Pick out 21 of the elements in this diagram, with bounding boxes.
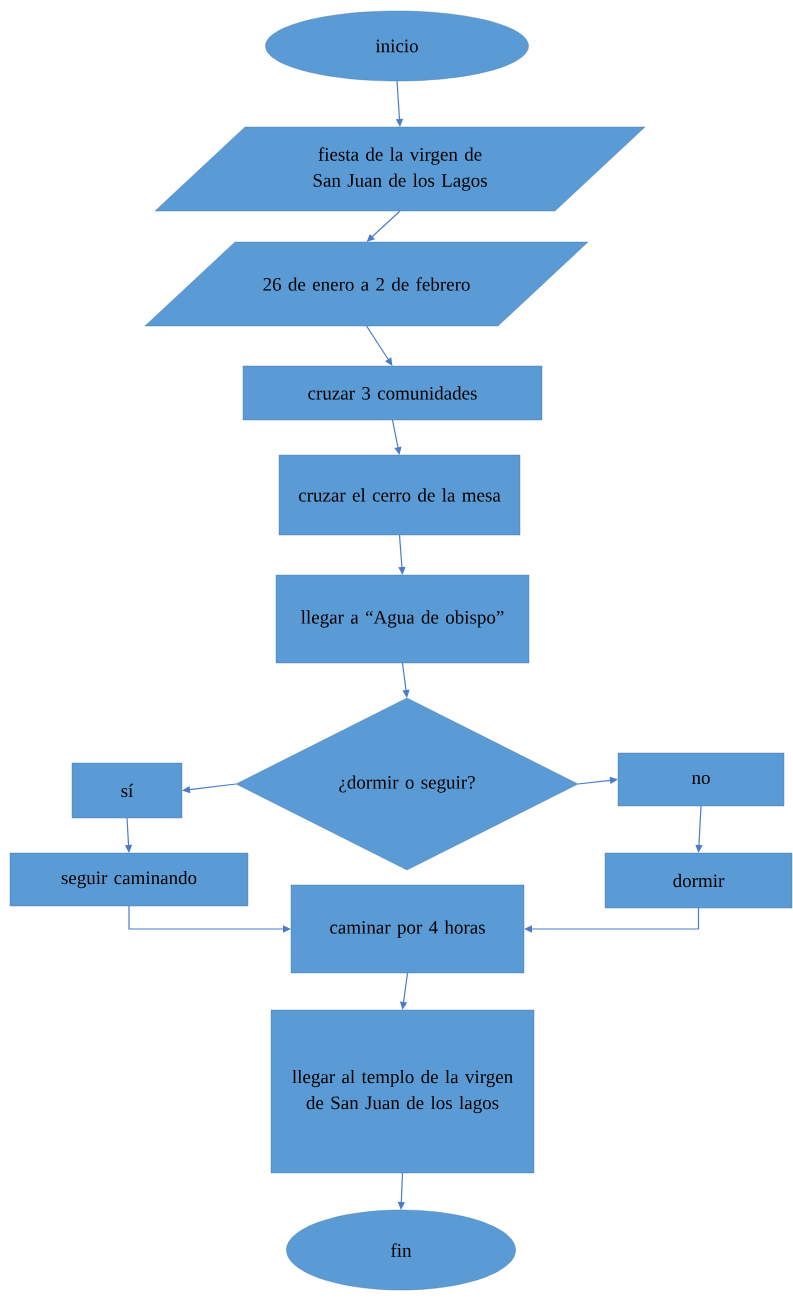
arrow [182,783,237,794]
arrow [401,662,410,698]
process-box: seguir caminando [9,852,249,907]
arrow [577,776,618,785]
process-box: cruzar el cerro de la mesa [278,454,521,536]
process-box: llegar al templo de la virgen de San Juan de los lagos [270,1009,535,1174]
arrow [524,907,700,933]
arrow [365,325,393,366]
input-parallelogram: fiesta de la virgen de San Juan de los Lagos [154,126,646,212]
process-box: caminar por 4 horas [290,884,525,974]
process-box: no [617,752,785,807]
arrow [398,534,406,575]
arrow [397,1172,405,1210]
input-parallelogram: 26 de enero a 2 de febrero [144,241,589,327]
arrow [695,805,703,853]
process-box: sí [71,762,183,819]
arrow [391,419,402,455]
process-box: dormir [604,852,793,909]
process-box: llegar a “Agua de obispo” [275,574,530,664]
process-box: cruzar 3 comunidades [242,365,543,421]
arrow [128,905,291,933]
